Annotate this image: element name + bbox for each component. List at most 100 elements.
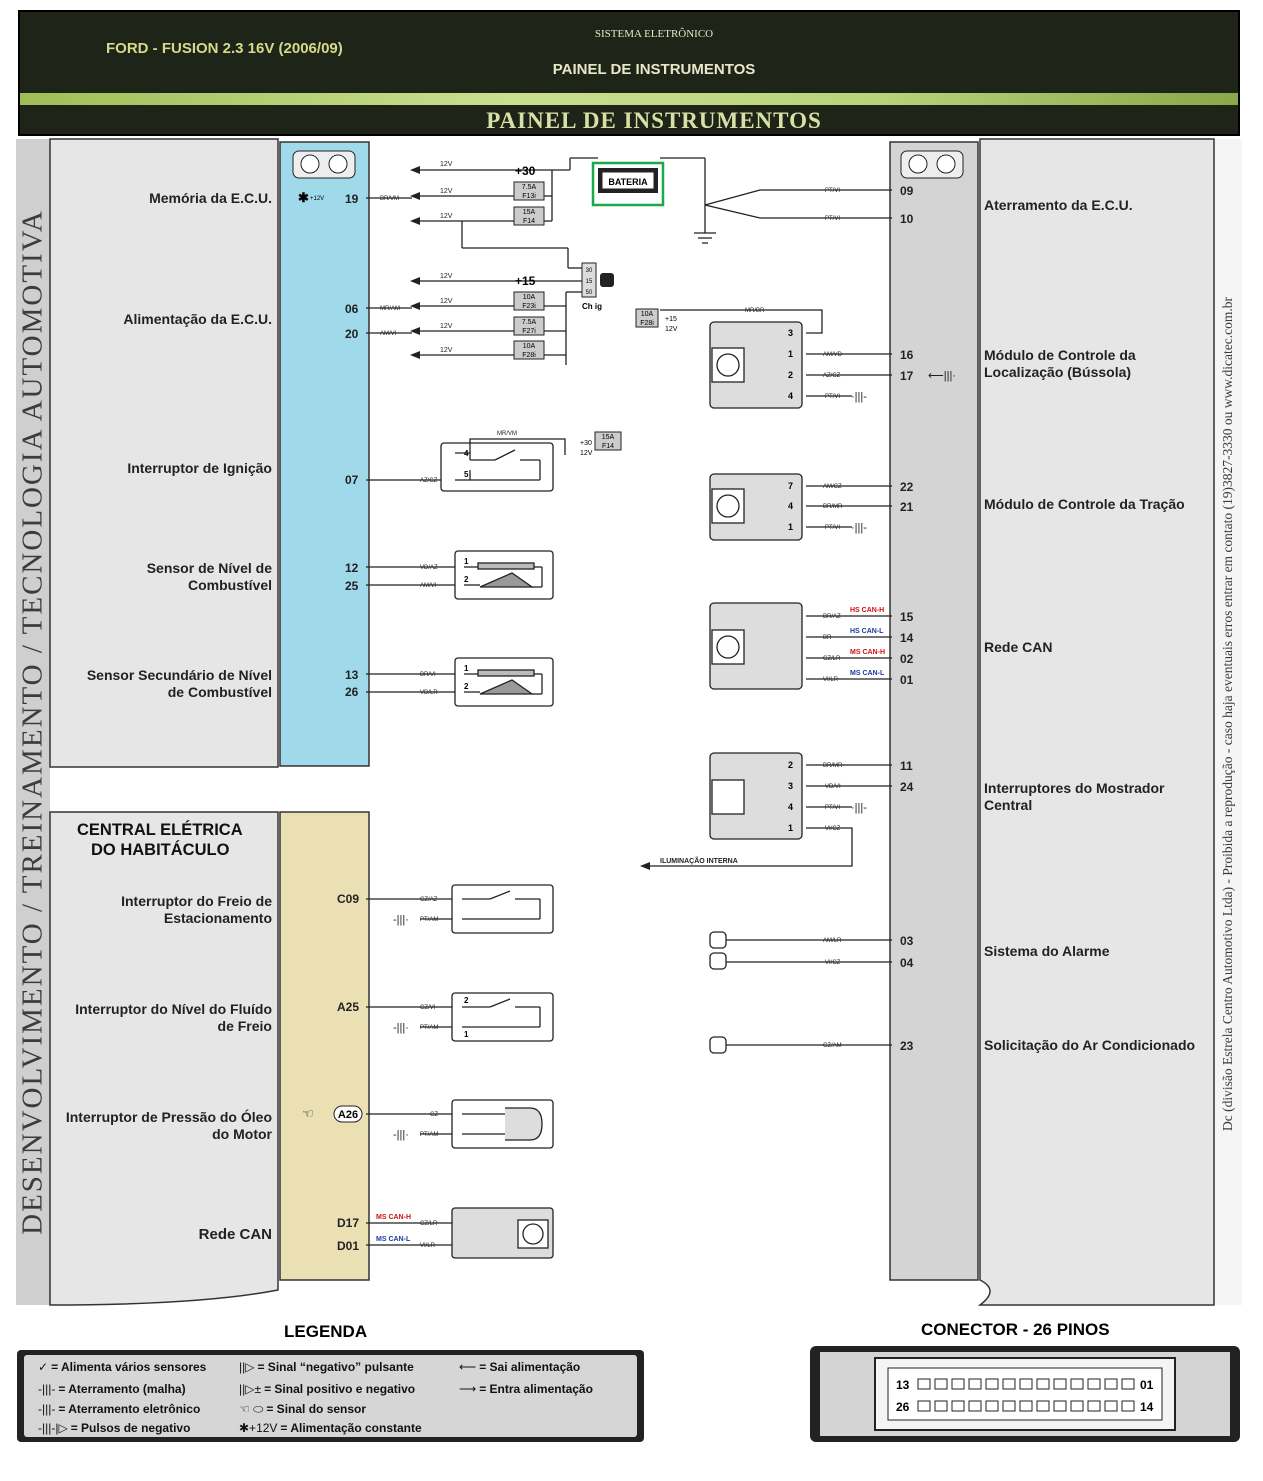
svg-text:30: 30 bbox=[586, 268, 593, 274]
wire-label: VI/LR bbox=[823, 677, 839, 683]
pin-26: 26 bbox=[345, 685, 359, 699]
svg-text:2: 2 bbox=[788, 760, 793, 770]
svg-text:F14: F14 bbox=[523, 218, 535, 225]
wire-label: VD/AZ bbox=[420, 565, 438, 571]
pin-07: 07 bbox=[345, 473, 359, 487]
plus15-label: +15 bbox=[515, 274, 536, 288]
pin-14: 14 bbox=[900, 631, 914, 645]
connector-pin bbox=[1036, 1378, 1050, 1390]
pin-24: 24 bbox=[900, 780, 914, 794]
label-tracao: Módulo de Controle da Tração bbox=[984, 496, 1185, 512]
connector-pin bbox=[1002, 1400, 1016, 1412]
connector-pin bbox=[1019, 1400, 1033, 1412]
connector-pin bbox=[934, 1400, 948, 1412]
connector-pin bbox=[1019, 1378, 1033, 1390]
can-label: HS CAN-L bbox=[850, 628, 884, 635]
connector-pin bbox=[917, 1378, 931, 1390]
label-line: Sensor Secundário de Nível bbox=[86, 667, 272, 683]
plus12-label: +12V bbox=[310, 196, 324, 202]
header: FORD - FUSION 2.3 16V (2006/09) SISTEMA … bbox=[18, 10, 1240, 136]
wire-label: PT/VI bbox=[825, 394, 840, 400]
svg-text:F23i: F23i bbox=[522, 303, 536, 310]
wire-label: VD/LR bbox=[420, 690, 438, 696]
pin-17: 17 bbox=[900, 369, 914, 383]
iluminacao-label: ILUMINAÇÃO INTERNA bbox=[660, 856, 738, 865]
instrument-cluster-icon bbox=[900, 150, 964, 179]
svg-text:F27i: F27i bbox=[522, 328, 536, 335]
pin-23: 23 bbox=[900, 1039, 914, 1053]
label-alarme: Sistema do Alarme bbox=[984, 943, 1110, 959]
voltage-label: 12V bbox=[440, 273, 453, 280]
wire-label: PT/AM bbox=[420, 917, 438, 923]
label-line: Central bbox=[984, 797, 1033, 813]
label-line: Interruptor do Freio de bbox=[121, 893, 272, 909]
label-line: Interruptores do Mostrador bbox=[984, 780, 1165, 796]
svg-text:2: 2 bbox=[788, 370, 793, 380]
svg-text:1: 1 bbox=[788, 823, 793, 833]
svg-text:F14: F14 bbox=[602, 443, 614, 450]
side-banner-right: Dc (divisão Estrela Centro Automotivo Lt… bbox=[1214, 139, 1242, 1305]
svg-text:1: 1 bbox=[464, 557, 469, 566]
legend-item: -|||-= Aterramento (malha) bbox=[38, 1382, 186, 1396]
connector-pin bbox=[1053, 1400, 1067, 1412]
label-line: Estacionamento bbox=[163, 910, 272, 926]
connector-pin bbox=[1121, 1400, 1135, 1412]
connector-pin bbox=[1087, 1400, 1101, 1412]
central-eletrica-connector bbox=[279, 811, 370, 1281]
svg-text:·|||-: ·|||- bbox=[851, 802, 867, 814]
wire-label: AM/LR bbox=[823, 938, 842, 944]
vehicle-model: FORD - FUSION 2.3 16V (2006/09) bbox=[106, 40, 343, 57]
legend-item: -|||-|▷= Pulsos de negativo bbox=[38, 1421, 191, 1435]
svg-text:4: 4 bbox=[788, 391, 793, 401]
label-line: de Freio bbox=[217, 1018, 272, 1034]
wire-label: VI/LR bbox=[420, 1243, 436, 1249]
pin-12: 12 bbox=[345, 561, 359, 575]
wire-label: BR bbox=[823, 635, 832, 641]
svg-text:-|||·: -|||· bbox=[393, 914, 409, 926]
wire-label: AM/VI bbox=[420, 583, 437, 589]
svg-text:50: 50 bbox=[586, 290, 593, 296]
header-stripe bbox=[20, 93, 1238, 105]
pin-d01: D01 bbox=[337, 1239, 359, 1253]
connector-pin-13: 13 bbox=[896, 1378, 910, 1392]
can-label: MS CAN-L bbox=[376, 1236, 411, 1243]
svg-text:7: 7 bbox=[788, 481, 793, 491]
voltage-label: 12V bbox=[440, 161, 453, 168]
voltage-label: 12V bbox=[440, 347, 453, 354]
svg-text:2: 2 bbox=[464, 575, 469, 584]
svg-text:⟵|||·: ⟵|||· bbox=[928, 370, 956, 382]
pin-01: 01 bbox=[900, 673, 914, 687]
svg-text:5: 5 bbox=[464, 470, 469, 479]
connector-pin-01: 01 bbox=[1140, 1378, 1154, 1392]
connector-pin bbox=[1104, 1378, 1118, 1390]
pin-20: 20 bbox=[345, 327, 359, 341]
svg-text:F28i: F28i bbox=[522, 352, 536, 359]
label-memoria: Memória da E.C.U. bbox=[149, 190, 272, 206]
label-ar: Solicitação do Ar Condicionado bbox=[984, 1037, 1196, 1053]
label-rede-can-left: Rede CAN bbox=[198, 1226, 272, 1243]
wire-label: MR/BR bbox=[745, 308, 765, 314]
can-label: HS CAN-H bbox=[850, 607, 884, 614]
label-line: de Combustível bbox=[167, 684, 272, 700]
wire-label: CZ/LR bbox=[420, 1221, 438, 1227]
ground-icon: ·|||-·|||-·|||- ⟵|||· bbox=[851, 370, 956, 814]
wire-label: AM/CZ bbox=[823, 484, 842, 490]
connector-pin bbox=[917, 1400, 931, 1412]
label-line: Interruptor de Pressão do Óleo bbox=[65, 1109, 272, 1125]
svg-text:F13i: F13i bbox=[522, 193, 536, 200]
pin-21: 21 bbox=[900, 500, 914, 514]
pin-04: 04 bbox=[900, 956, 914, 970]
connector-pin bbox=[1053, 1378, 1067, 1390]
svg-text:15A: 15A bbox=[602, 434, 615, 441]
connector-pin bbox=[985, 1400, 999, 1412]
pin-03: 03 bbox=[900, 934, 914, 948]
svg-text:2: 2 bbox=[464, 996, 469, 1005]
label-line: Localização (Bússola) bbox=[984, 364, 1132, 380]
wire-label: BR/MR bbox=[823, 504, 843, 510]
label-line: DO HABITÁCULO bbox=[91, 841, 230, 859]
